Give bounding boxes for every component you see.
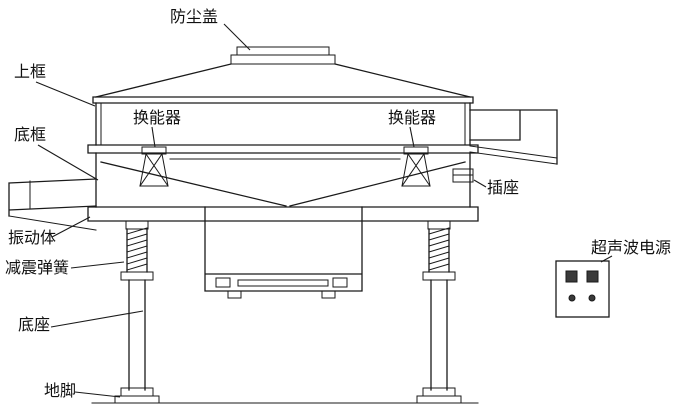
- chamber-detail-right: [332, 277, 348, 288]
- cap-base: [230, 54, 336, 65]
- right-chute-outline: [469, 109, 558, 165]
- right-discharge-chute: [469, 109, 558, 165]
- label-foot: 地脚: [44, 382, 76, 400]
- spring-right-flange: [422, 271, 456, 281]
- lower-frame-body: [95, 152, 471, 208]
- leader-base: [50, 310, 144, 328]
- dust-cover-cap: [230, 46, 336, 65]
- chamber-detail-bar: [237, 279, 329, 287]
- label-transducer-right: 换能器: [388, 109, 436, 127]
- plate-outline: [87, 206, 479, 222]
- label-transducer-left: 换能器: [133, 109, 181, 127]
- chamber-foot-right: [321, 290, 336, 299]
- transducer-right-hatch: [401, 153, 431, 187]
- chamber-foot-left: [227, 290, 242, 299]
- foot-pad-right: [416, 395, 462, 404]
- leader-bottom-frame: [37, 144, 99, 181]
- label-upper-frame: 上框: [14, 63, 46, 81]
- lid-right-slope: [334, 63, 471, 98]
- lid-rim: [92, 96, 474, 104]
- spring-left-flange: [120, 271, 154, 281]
- transducer-right: [401, 146, 431, 187]
- spring-left-rails: [126, 228, 148, 273]
- labels: 防尘盖 上框 换能器 换能器 底框 插座 振动体 减震弹簧 底座 地脚 超声波电…: [5, 8, 671, 400]
- spring-right-rails: [428, 228, 450, 273]
- leader-ultrasonic-power: [600, 255, 613, 263]
- label-ultrasonic-power: 超声波电源: [591, 239, 671, 257]
- transducer-right-body: [401, 153, 431, 187]
- right-chute-lip: [469, 145, 558, 165]
- damping-spring-left: [120, 220, 154, 281]
- leader-lines: [35, 23, 613, 398]
- vibrating-body-plate: [87, 206, 479, 222]
- base-legs: [128, 279, 448, 391]
- leader-vibrating-body: [51, 216, 91, 238]
- power-box-indicator-right: [588, 294, 596, 302]
- power-box-switch-right: [586, 270, 599, 283]
- leader-dust-cover: [223, 23, 251, 51]
- foot-left: [120, 387, 154, 397]
- label-bottom-frame: 底框: [14, 126, 46, 144]
- lid-left-slope: [95, 63, 232, 98]
- transducer-left-hatch: [139, 153, 169, 187]
- leader-foot: [74, 391, 121, 398]
- foot-right: [422, 387, 456, 397]
- funnel: [100, 161, 466, 207]
- chamber-detail-left: [215, 277, 231, 288]
- power-box-switch-left: [565, 270, 578, 283]
- foot-pad-left: [114, 395, 160, 404]
- ultrasonic-power-box: [555, 260, 610, 318]
- leader-socket: [473, 179, 487, 188]
- spring-left-mount: [125, 220, 149, 230]
- power-box-indicator-left: [568, 294, 576, 302]
- label-damping-spring: 减震弹簧: [5, 258, 69, 277]
- label-vibrating-body: 振动体: [8, 229, 56, 247]
- chamber-outline: [204, 206, 363, 292]
- discharge-chamber: [204, 206, 363, 299]
- cap-top: [236, 46, 330, 56]
- feet: [91, 387, 479, 404]
- funnel-slopes: [100, 161, 466, 207]
- frame-flange: [87, 144, 479, 154]
- socket: [452, 168, 474, 183]
- spring-right-coils: [428, 227, 450, 271]
- lid: [92, 63, 474, 104]
- spring-right-mount: [427, 220, 451, 230]
- leader-transducer-left: [151, 126, 156, 148]
- leader-damping-spring: [70, 261, 125, 269]
- upper-frame-inner-sides: [100, 102, 466, 146]
- left-chute-lip: [8, 215, 97, 231]
- base-leg-right: [430, 279, 448, 391]
- power-box-outline: [555, 260, 610, 318]
- damping-spring-right: [422, 220, 456, 281]
- transducer-left-body: [139, 153, 169, 187]
- left-discharge-chute: [8, 178, 97, 231]
- transducer-left: [139, 146, 169, 187]
- leader-upper-frame: [35, 81, 96, 107]
- spring-left-coils: [126, 227, 148, 271]
- machine-drawing: [8, 46, 610, 404]
- base-leg-left: [128, 279, 146, 391]
- label-dust-cover: 防尘盖: [170, 8, 218, 26]
- lower-frame-sides: [95, 152, 471, 208]
- label-base: 底座: [18, 316, 50, 334]
- label-socket: 插座: [487, 179, 519, 197]
- leader-transducer-right: [409, 126, 415, 148]
- left-chute-outline: [8, 178, 97, 217]
